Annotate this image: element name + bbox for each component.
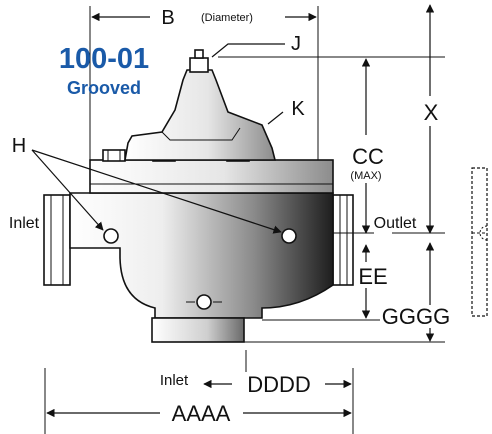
label-k: K: [291, 98, 305, 120]
side-view-outline: [471, 167, 488, 317]
inlet-end: [43, 194, 71, 286]
dimension-lines: [31, 4, 445, 434]
adjusting-cap: [189, 57, 209, 73]
label-outlet-side: Outlet: [374, 215, 417, 232]
outlet-port: [281, 228, 297, 244]
label-ee: EE: [358, 264, 387, 289]
cover-flange: [89, 159, 334, 194]
bonnet: [124, 69, 277, 161]
label-x: X: [424, 100, 439, 125]
drain-port: [186, 294, 222, 310]
label-aaaa: AAAA: [172, 401, 231, 426]
model-number: 100-01: [59, 43, 149, 75]
label-cc: CC: [352, 144, 384, 169]
label-gggg: GGGG: [382, 304, 450, 329]
model-variant: Grooved: [67, 78, 141, 98]
inlet-port: [103, 228, 119, 244]
label-h: H: [12, 135, 26, 157]
label-inlet-side: Inlet: [9, 215, 40, 232]
label-j: J: [291, 33, 301, 55]
valve-base: [151, 317, 245, 343]
valve-illustration: [43, 49, 354, 343]
label-cc-note: (MAX): [350, 170, 381, 182]
label-dddd: DDDD: [247, 372, 311, 397]
label-b-note: (Diameter): [201, 12, 253, 24]
label-inlet-bottom: Inlet: [160, 372, 189, 389]
label-b: B: [161, 7, 174, 29]
outlet-end: [332, 194, 354, 286]
